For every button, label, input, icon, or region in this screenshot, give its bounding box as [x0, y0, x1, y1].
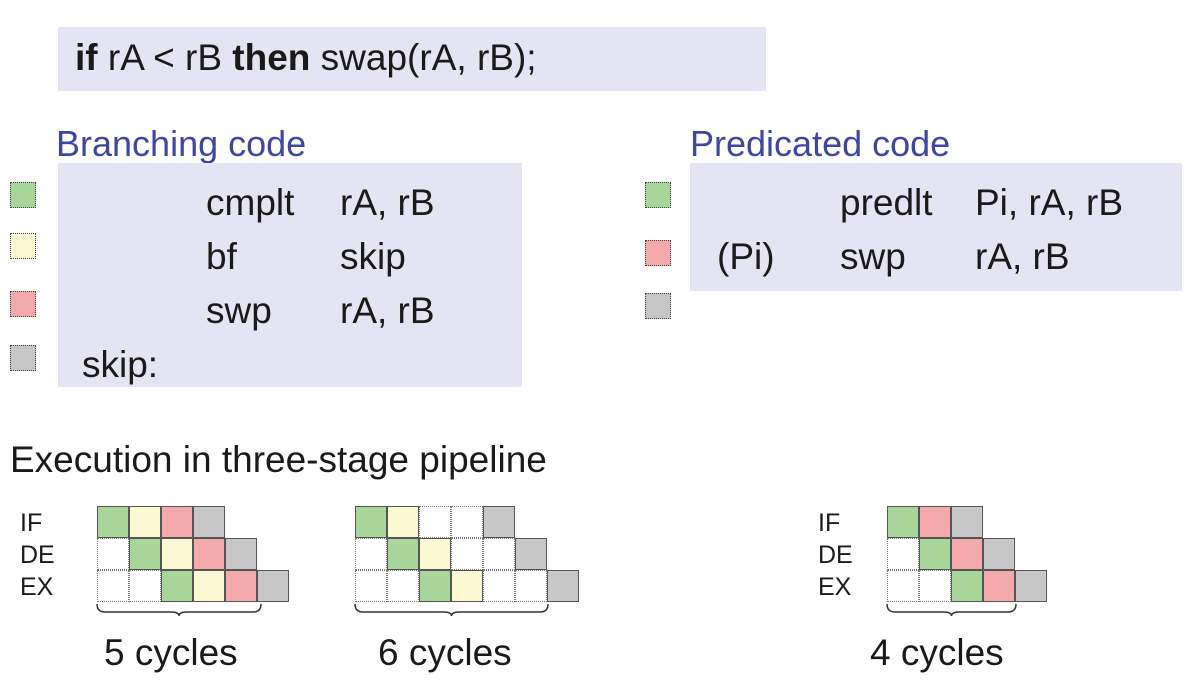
pipeline-title: Execution in three-stage pipeline: [10, 439, 547, 480]
branching-args-2: skip: [340, 236, 406, 277]
branching-marker-2: [10, 233, 36, 259]
cycle-brace: [886, 603, 1017, 617]
pipeline-cell-de-3: [419, 538, 451, 570]
pipeline-cell-de-1: [97, 538, 129, 570]
branching-code-box: [58, 163, 522, 387]
pipeline-cell-ex-3: [161, 570, 193, 602]
condition-part-2: swap(rA, rB);: [310, 37, 537, 78]
cycle-brace: [354, 603, 549, 617]
pipeline-cell-ex-4: [193, 570, 225, 602]
branching-marker-1: [10, 182, 36, 208]
pipeline-cell-de-2: [129, 538, 161, 570]
branching-op-1: cmplt: [206, 182, 295, 223]
predicated-code-box: [690, 163, 1182, 291]
branching-marker-4: [10, 345, 36, 371]
stage-label-ex: EX: [20, 573, 54, 601]
branching-op-2: bf: [206, 236, 237, 277]
pipeline-cell-de-5: [225, 538, 257, 570]
pipeline-cell-de-2: [387, 538, 419, 570]
pipeline-cell-ex-2: [919, 570, 951, 602]
predicated-op-1: predlt: [840, 182, 933, 223]
pipeline-cell-de-4: [983, 538, 1015, 570]
pipeline-cell-if-2: [387, 506, 419, 538]
cycle-brace: [96, 603, 262, 617]
pipeline-cell-ex-7: [547, 570, 579, 602]
pipeline-cell-de-4: [193, 538, 225, 570]
predicated-op-2: swp: [840, 236, 906, 277]
predicated-args-1: Pi, rA, rB: [975, 182, 1124, 223]
stage-label-de: DE: [20, 541, 55, 569]
keyword-then: then: [232, 37, 311, 78]
predicated-marker-1: [645, 182, 671, 208]
branching-label-skip: skip:: [82, 344, 159, 385]
predicated-code-heading: Predicated code: [690, 123, 951, 164]
pipeline-cell-if-3: [161, 506, 193, 538]
branching-args-1: rA, rB: [340, 182, 435, 223]
cycles-label: 6 cycles: [378, 632, 512, 673]
pipeline-cell-de-5: [483, 538, 515, 570]
pipeline-cell-de-4: [451, 538, 483, 570]
pipeline-cell-de-2: [919, 538, 951, 570]
predicated-pred-2: (Pi): [717, 236, 775, 277]
pipeline-cell-ex-5: [1015, 570, 1047, 602]
cycles-label: 5 cycles: [104, 632, 238, 673]
keyword-if: if: [75, 37, 98, 78]
pipeline-cell-if-1: [887, 506, 919, 538]
pipeline-cell-if-2: [919, 506, 951, 538]
condition-box: if rA < rB then swap(rA, rB);: [58, 27, 766, 91]
branching-op-3: swp: [206, 290, 272, 331]
pipeline-cell-ex-6: [257, 570, 289, 602]
pipeline-cell-ex-1: [355, 570, 387, 602]
pipeline-cell-de-1: [355, 538, 387, 570]
pipeline-cell-de-1: [887, 538, 919, 570]
pipeline-cell-ex-3: [951, 570, 983, 602]
pipeline-cell-ex-6: [515, 570, 547, 602]
predicated-marker-3: [645, 293, 671, 319]
pipeline-cell-de-3: [161, 538, 193, 570]
pipeline-cell-ex-3: [419, 570, 451, 602]
pipeline-cell-de-3: [951, 538, 983, 570]
pipeline-cell-if-5: [483, 506, 515, 538]
pipeline-cell-if-2: [129, 506, 161, 538]
pipeline-cell-ex-4: [983, 570, 1015, 602]
pipeline-cell-ex-1: [97, 570, 129, 602]
pipeline-cell-if-4: [451, 506, 483, 538]
stage-label-de: DE: [818, 541, 853, 569]
condition-part-1: rA < rB: [97, 37, 233, 78]
condition-statement: if rA < rB then swap(rA, rB);: [75, 39, 537, 76]
pipeline-cell-if-1: [355, 506, 387, 538]
predicated-marker-2: [645, 240, 671, 266]
pipeline-cell-if-3: [419, 506, 451, 538]
branching-code-heading: Branching code: [56, 123, 307, 164]
stage-label-if: IF: [20, 509, 43, 537]
pipeline-cell-ex-5: [483, 570, 515, 602]
cycles-label: 4 cycles: [870, 632, 1004, 673]
branching-marker-3: [10, 291, 36, 317]
pipeline-cell-de-6: [515, 538, 547, 570]
pipeline-cell-if-4: [193, 506, 225, 538]
pipeline-cell-ex-5: [225, 570, 257, 602]
pipeline-cell-ex-1: [887, 570, 919, 602]
stage-label-if: IF: [818, 509, 841, 537]
pipeline-cell-if-1: [97, 506, 129, 538]
branching-args-3: rA, rB: [340, 290, 435, 331]
pipeline-cell-ex-2: [129, 570, 161, 602]
pipeline-cell-ex-2: [387, 570, 419, 602]
pipeline-cell-if-3: [951, 506, 983, 538]
predicated-args-2: rA, rB: [975, 236, 1070, 277]
pipeline-cell-ex-4: [451, 570, 483, 602]
stage-label-ex: EX: [818, 573, 852, 601]
